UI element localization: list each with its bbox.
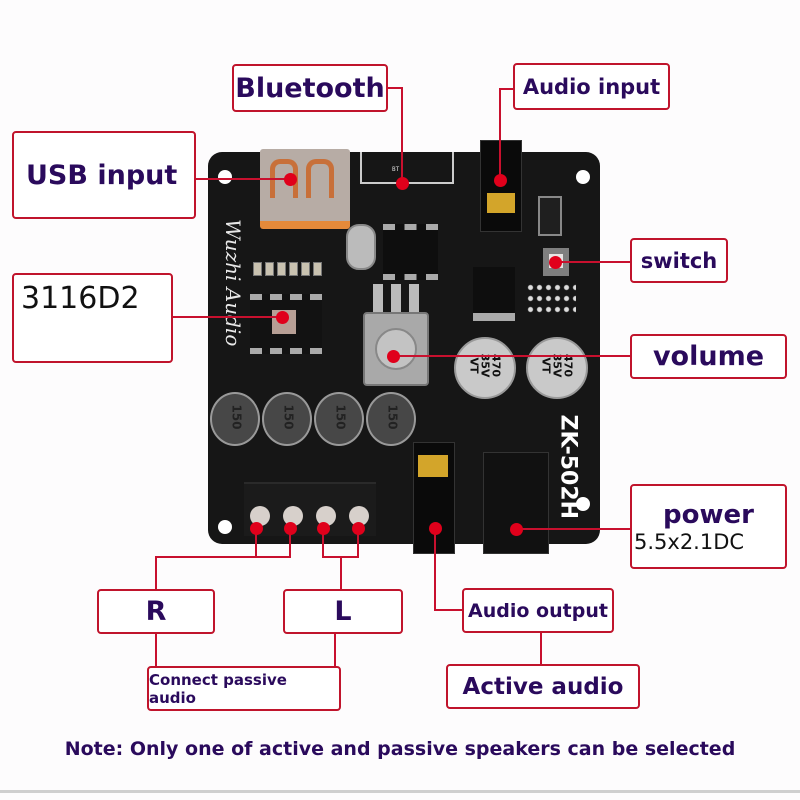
label-bluetooth: Bluetooth <box>232 64 388 112</box>
label-active-audio: Active audio <box>446 664 640 709</box>
leader-line <box>155 633 157 666</box>
smd-part <box>289 262 298 276</box>
volume-potentiometer <box>363 284 429 386</box>
marker-dot <box>284 173 297 186</box>
label-volume: volume <box>630 334 787 379</box>
leader-line <box>515 528 630 530</box>
mount-hole <box>218 520 232 534</box>
inductor: 150 <box>210 392 260 446</box>
model-label: ZK-502H <box>555 414 581 520</box>
electrolytic-capacitor: 470 35V VT <box>454 337 516 399</box>
crystal <box>346 224 376 270</box>
selection-note: Note: Only one of active and passive spe… <box>64 738 736 760</box>
inductor: 150 <box>314 392 364 446</box>
usb-port <box>260 149 350 229</box>
marker-dot <box>429 522 442 535</box>
leader-line <box>322 528 324 558</box>
label-right-channel: R <box>97 589 215 634</box>
leader-line <box>172 316 282 318</box>
marker-dot <box>510 523 523 536</box>
smd-part <box>265 262 274 276</box>
leader-line <box>357 528 359 558</box>
mount-hole <box>576 497 590 511</box>
marker-dot <box>549 256 562 269</box>
leader-line <box>540 633 542 664</box>
label-usb-input: USB input <box>12 131 196 219</box>
leader-line <box>340 556 342 589</box>
marker-dot <box>396 177 409 190</box>
marker-dot <box>387 350 400 363</box>
leader-line <box>555 261 630 263</box>
label-chip-3116d2: 3116D2 <box>12 273 173 363</box>
marker-dot <box>284 522 297 535</box>
mount-hole <box>576 170 590 184</box>
mount-hole <box>218 170 232 184</box>
amplifier-chip <box>250 294 322 354</box>
label-power: power 5.5x2.1DC <box>630 484 787 569</box>
brand-script: Wuzhi Audio <box>221 219 245 347</box>
pcb-board: BT Wuzhi Audio 470 35V VT <box>208 140 600 554</box>
label-switch: switch <box>630 238 728 283</box>
leader-line <box>434 609 462 611</box>
leader-line <box>387 87 403 89</box>
inductor: 150 <box>366 392 416 446</box>
leader-line <box>156 556 291 558</box>
leader-line <box>255 528 257 558</box>
pin-header <box>526 282 576 316</box>
leader-line <box>334 633 336 666</box>
leader-line <box>499 88 501 180</box>
leader-line <box>434 528 436 611</box>
diode <box>538 196 562 236</box>
bt-chip <box>383 224 438 280</box>
divider <box>0 790 800 793</box>
marker-dot <box>317 522 330 535</box>
leader-line <box>289 528 291 558</box>
inductor: 150 <box>262 392 312 446</box>
leader-line <box>393 355 630 357</box>
label-left-channel: L <box>283 589 403 634</box>
label-connect-passive-audio: Connect passive audio <box>147 666 341 711</box>
electrolytic-capacitor: 470 35V VT <box>526 337 588 399</box>
smd-part <box>253 262 262 276</box>
marker-dot <box>276 311 289 324</box>
label-audio-input: Audio input <box>513 63 670 110</box>
smd-part <box>301 262 310 276</box>
marker-dot <box>352 522 365 535</box>
marker-dot <box>494 174 507 187</box>
smd-part <box>277 262 286 276</box>
voltage-regulator <box>473 267 515 321</box>
leader-line <box>155 556 157 589</box>
leader-line <box>401 87 403 183</box>
marker-dot <box>250 522 263 535</box>
dc-power-jack <box>483 452 549 554</box>
leader-line <box>195 178 290 180</box>
label-audio-output: Audio output <box>462 588 614 633</box>
leader-line <box>500 88 514 90</box>
smd-part <box>313 262 322 276</box>
